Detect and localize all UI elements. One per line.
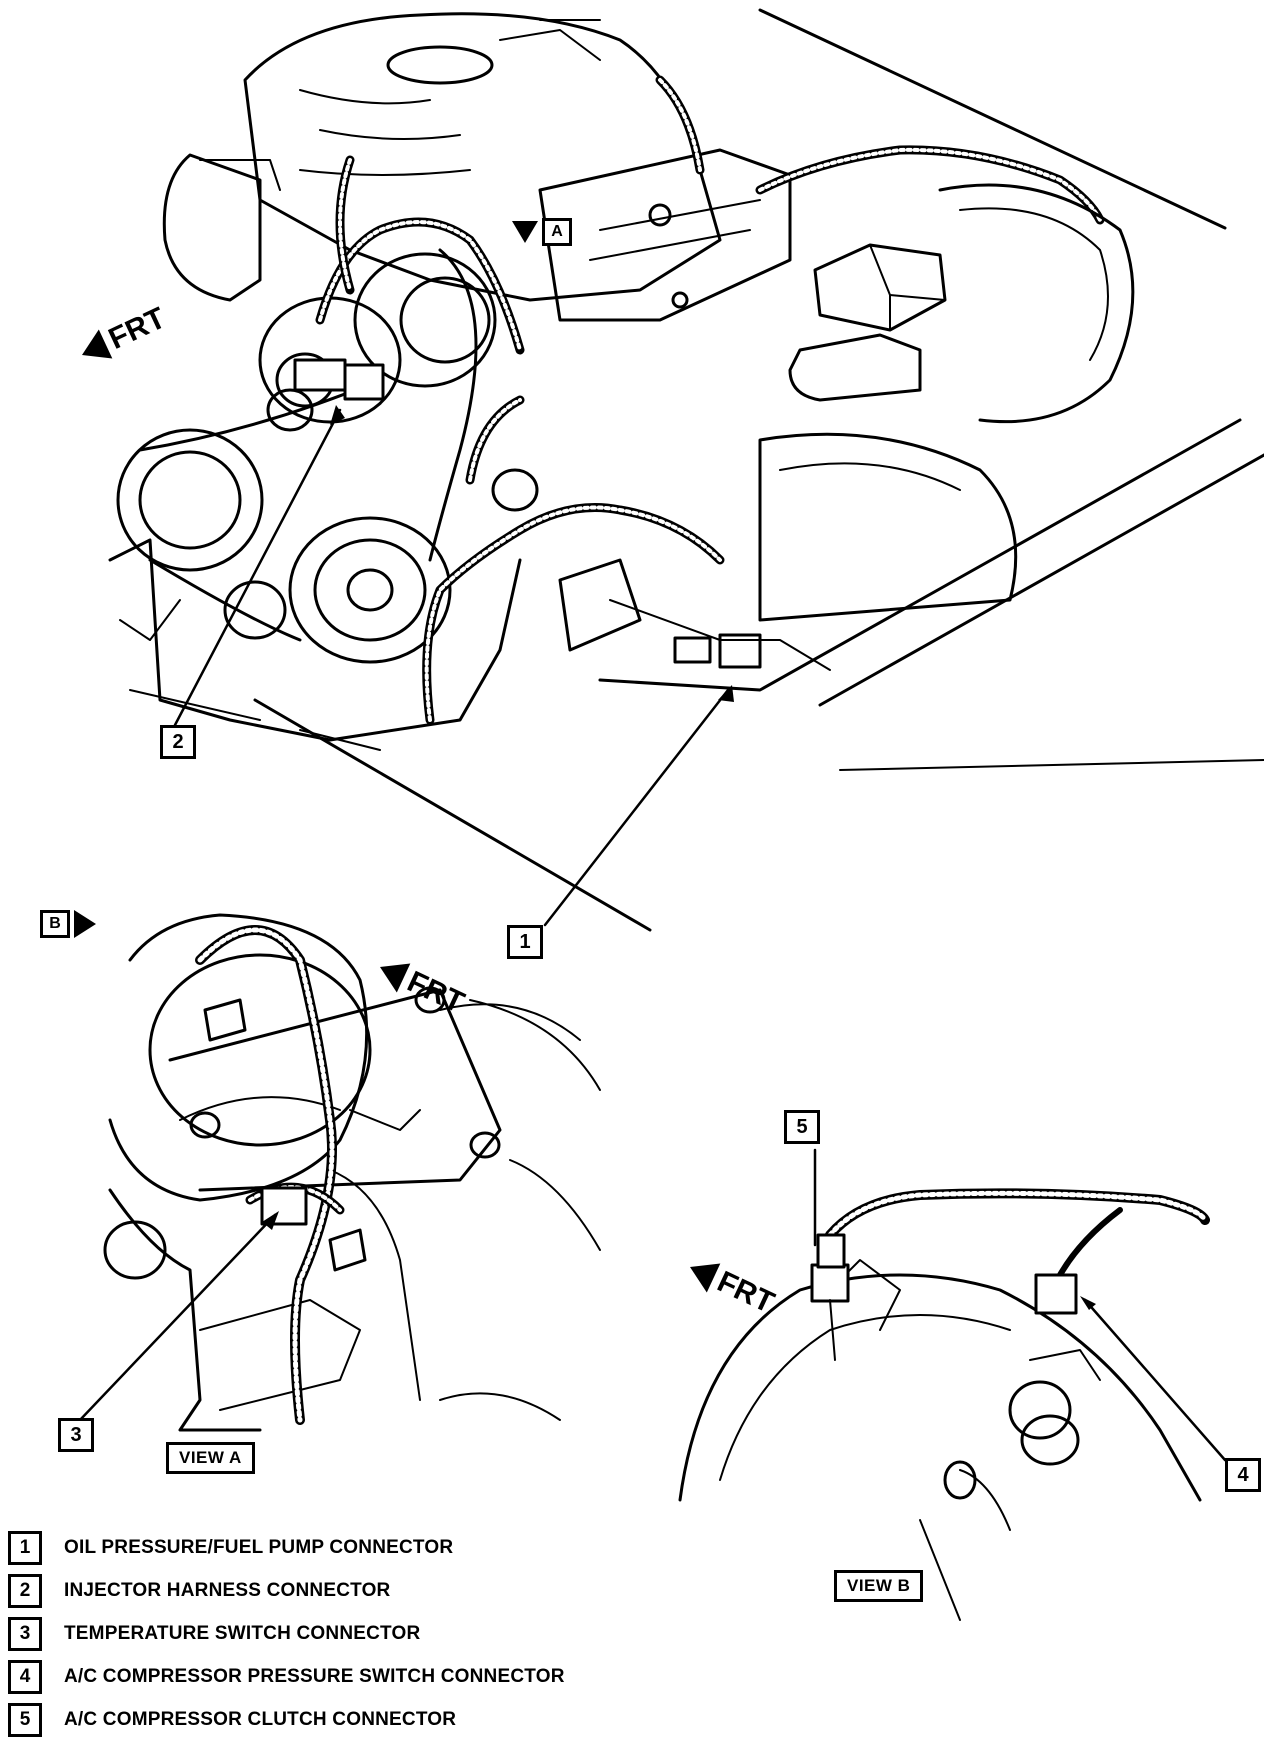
view-a-label: VIEW A: [166, 1442, 255, 1474]
legend-item: 5 A/C COMPRESSOR CLUTCH CONNECTOR: [8, 1700, 565, 1740]
view-b-marker: B: [40, 910, 96, 938]
callout-2: 2: [160, 725, 196, 759]
view-b-label: VIEW B: [834, 1570, 924, 1602]
legend-text: A/C COMPRESSOR CLUTCH CONNECTOR: [64, 1709, 457, 1730]
legend-item: 3 TEMPERATURE SWITCH CONNECTOR: [8, 1614, 565, 1654]
view-b-drawing: [678, 1148, 1227, 1621]
legend-number: 5: [8, 1703, 42, 1737]
main-engine-view: [108, 8, 1264, 932]
callout-4: 4: [1225, 1458, 1261, 1492]
callout-3: 3: [58, 1418, 94, 1452]
legend-text: OIL PRESSURE/FUEL PUMP CONNECTOR: [64, 1537, 454, 1558]
legend-number: 3: [8, 1617, 42, 1651]
view-a-tag: A: [542, 218, 572, 246]
legend-item: 2 INJECTOR HARNESS CONNECTOR: [8, 1571, 565, 1611]
view-b-tag: B: [40, 910, 70, 938]
callout-5: 5: [784, 1110, 820, 1144]
legend-item: 1 OIL PRESSURE/FUEL PUMP CONNECTOR: [8, 1528, 565, 1568]
arrow-down-icon: [512, 221, 538, 243]
legend-text: A/C COMPRESSOR PRESSURE SWITCH CONNECTOR: [64, 1666, 565, 1687]
view-a-drawing: [78, 913, 601, 1432]
legend-text: INJECTOR HARNESS CONNECTOR: [64, 1580, 391, 1601]
legend-text: TEMPERATURE SWITCH CONNECTOR: [64, 1623, 421, 1644]
view-a-marker: A: [512, 218, 572, 246]
legend-item: 4 A/C COMPRESSOR PRESSURE SWITCH CONNECT…: [8, 1657, 565, 1697]
legend-number: 4: [8, 1660, 42, 1694]
legend-number: 1: [8, 1531, 42, 1565]
callout-1: 1: [507, 925, 543, 959]
arrow-right-icon: [74, 910, 96, 938]
legend: 1 OIL PRESSURE/FUEL PUMP CONNECTOR 2 INJ…: [8, 1528, 565, 1743]
legend-number: 2: [8, 1574, 42, 1608]
